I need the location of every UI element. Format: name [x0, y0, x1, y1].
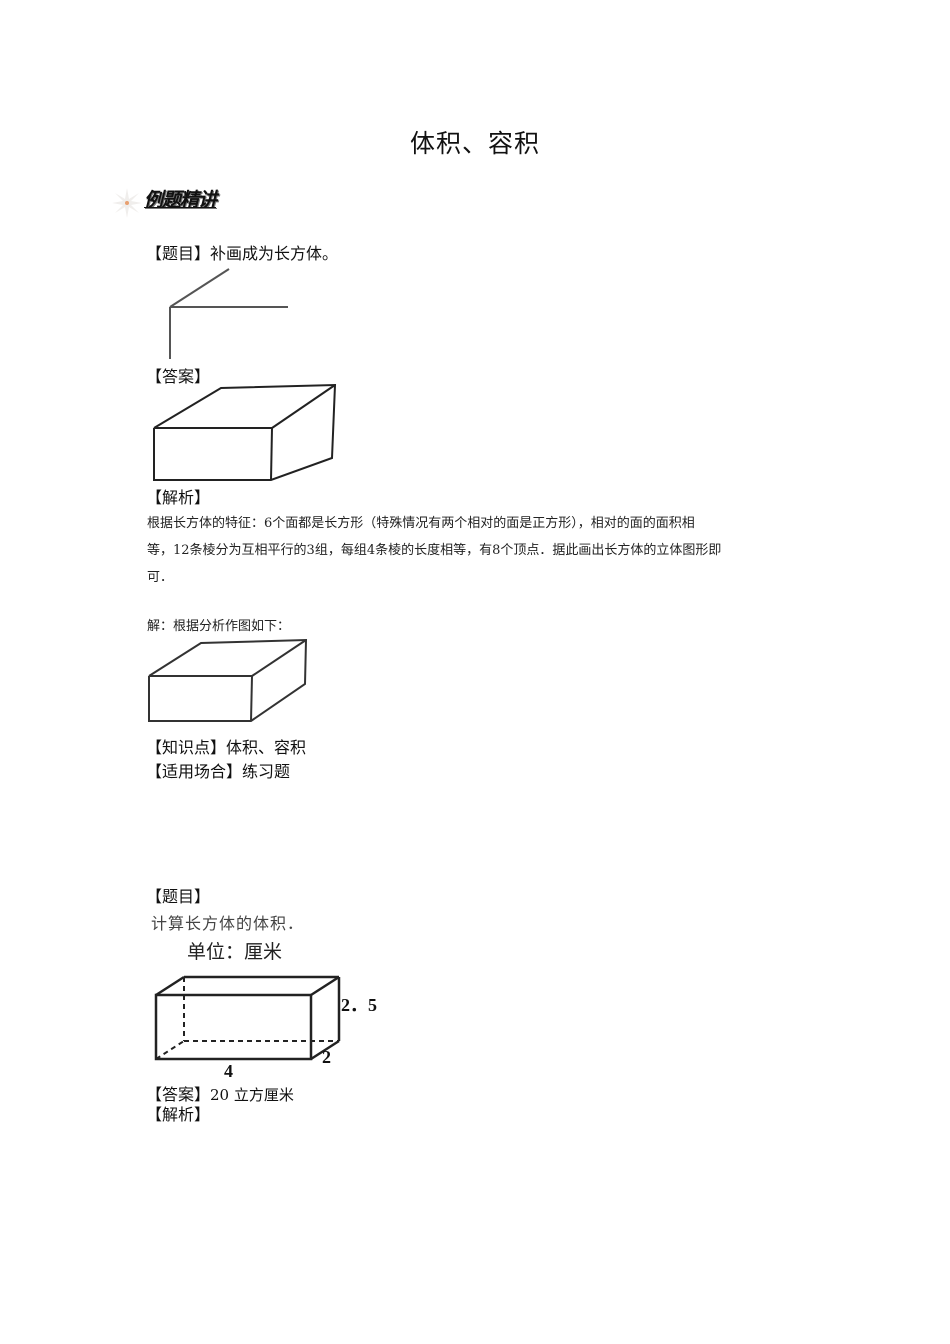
problem1-question: 【题目】补画成为长方体。	[146, 243, 338, 265]
knowledge-value: 体积、容积	[226, 738, 307, 757]
section-header: 例题精讲	[112, 178, 217, 218]
length-label: 4	[224, 1061, 233, 1081]
partial-cuboid-figure	[169, 268, 288, 359]
knowledge-label: 【知识点】	[146, 738, 227, 757]
usage-value: 练习题	[242, 762, 291, 781]
problem2-unit-text: 单位：厘米	[187, 941, 283, 963]
problem2-question-label: 【题目】	[146, 887, 211, 906]
solution-cuboid-figure	[148, 638, 308, 722]
usage-label: 【适用场合】	[146, 762, 243, 781]
problem2-question-text: 计算长方体的体积．	[151, 914, 305, 933]
problem2-analysis-label: 【解析】	[146, 1105, 211, 1124]
problem1-solution-text: 解：根据分析作图如下：	[147, 619, 291, 634]
width-label: 2	[322, 1047, 331, 1067]
problem2-answer: 【答案】20 立方厘米	[146, 1084, 294, 1106]
problem1-usage: 【适用场合】练习题	[146, 761, 290, 783]
answer-label: 【答案】	[146, 1085, 211, 1104]
problem1-analysis-label: 【解析】	[146, 488, 211, 507]
problem1-knowledge-point: 【知识点】体积、容积	[146, 737, 306, 759]
answer-value: 20 立方厘米	[210, 1086, 294, 1104]
problem1-answer-label: 【答案】	[146, 367, 211, 386]
question-text: 补画成为长方体。	[210, 244, 339, 263]
analysis-line: 根据长方体的特征：6个面都是长方形（特殊情况有两个相对的面是正方形），相对的面的…	[147, 516, 695, 531]
problem1-analysis-text: 根据长方体的特征：6个面都是长方形（特殊情况有两个相对的面是正方形），相对的面的…	[147, 510, 807, 591]
dimensioned-cuboid-figure: 2．5 2 4	[154, 975, 377, 1081]
page-title: 体积、容积	[409, 129, 540, 158]
question-label: 【题目】	[146, 244, 211, 263]
star-burst-icon	[112, 188, 142, 218]
height-label: 2．5	[341, 995, 377, 1015]
analysis-line: 可．	[147, 570, 174, 585]
answer-cuboid-figure	[153, 383, 337, 481]
analysis-line: 等，12条棱分为互相平行的3组，每组4条棱的长度相等，有8个顶点．据此画出长方体…	[147, 543, 722, 558]
section-label: 例题精讲	[144, 188, 217, 211]
